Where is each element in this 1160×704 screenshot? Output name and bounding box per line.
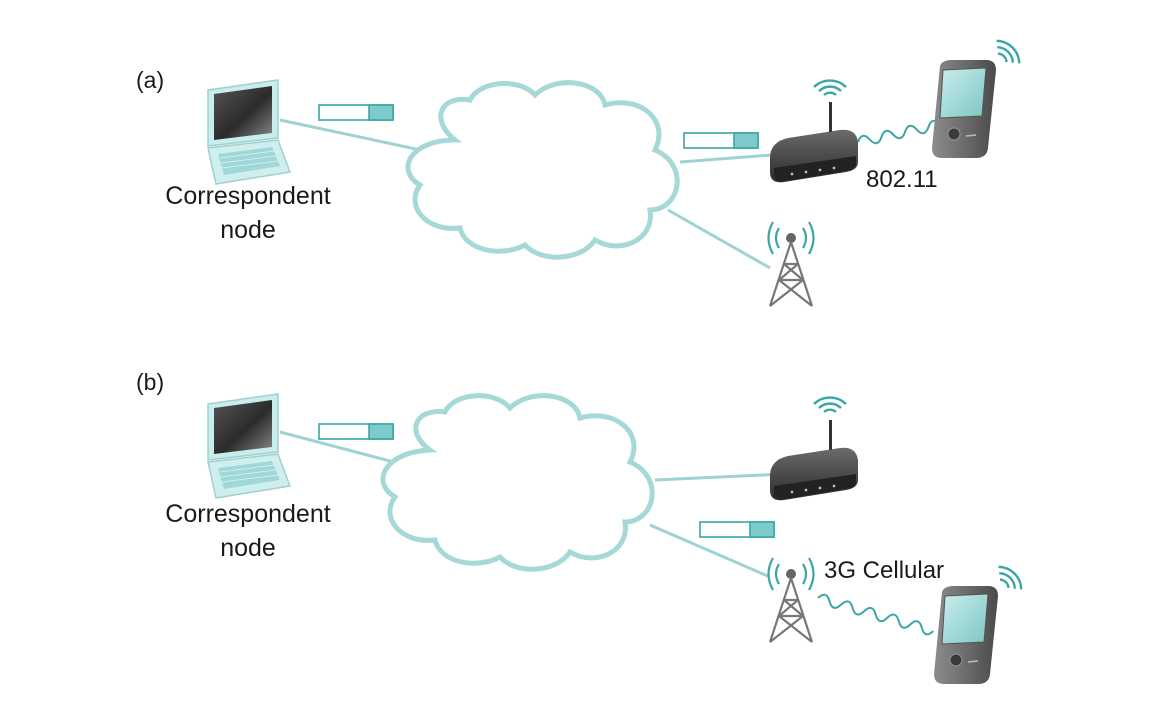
- wireless-link-icon: [817, 593, 935, 636]
- laptop-icon: [207, 393, 291, 499]
- internet-cloud-icon: [405, 80, 680, 260]
- panel-b: (b) Correspondent node 3G Cellular: [136, 369, 1027, 685]
- link-label: 802.11: [866, 166, 938, 193]
- laptop-icon: [207, 79, 291, 185]
- packet-icon: [699, 521, 775, 538]
- correspondent-label-line1: Correspondent: [165, 500, 330, 528]
- link-label: 3G Cellular: [824, 557, 944, 584]
- radio-wave-icon: [812, 396, 848, 414]
- correspondent-label-line2: node: [220, 216, 276, 244]
- packet-icon: [318, 104, 394, 121]
- correspondent-label-line1: Correspondent: [165, 182, 330, 210]
- correspondent-label-line2: node: [220, 534, 276, 562]
- panel-b-links: [279, 430, 786, 579]
- panel-a-label: (a): [136, 67, 164, 93]
- router-icon: [770, 420, 858, 501]
- packet-icon: [683, 132, 759, 149]
- radio-wave-icon: [812, 79, 848, 97]
- phone-icon: [933, 585, 999, 685]
- panel-a-links: [279, 118, 786, 270]
- radio-wave-icon: [989, 35, 1025, 71]
- internet-cloud-icon: [380, 393, 655, 572]
- panel-b-label: (b): [136, 369, 164, 395]
- radio-wave-icon: [991, 561, 1027, 597]
- packet-icon: [318, 423, 394, 440]
- phone-icon: [931, 59, 997, 159]
- router-icon: [770, 102, 858, 183]
- panel-a: (a) Correspondent node 802.11: [136, 35, 1025, 308]
